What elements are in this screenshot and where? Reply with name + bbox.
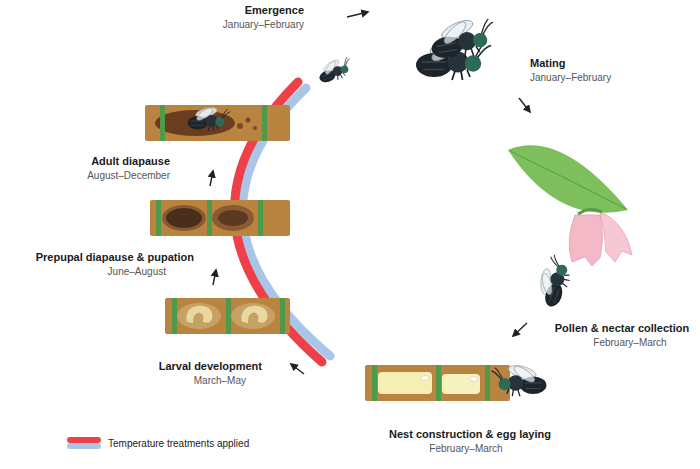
larva-tube xyxy=(186,305,213,324)
emerging-tube xyxy=(253,126,257,130)
pupa-tube xyxy=(150,200,290,236)
nest-tube xyxy=(378,372,432,394)
mating-bees xyxy=(416,13,498,80)
stage-name: Emergence xyxy=(245,4,304,17)
flower xyxy=(600,212,632,262)
flower xyxy=(569,215,602,266)
larva-tube xyxy=(231,303,275,329)
stage-months: January–February xyxy=(530,71,611,84)
flower xyxy=(508,145,632,309)
mating-bees xyxy=(427,13,498,63)
stage-months: February–March xyxy=(593,336,666,349)
flying-bee xyxy=(315,54,355,86)
nest-tube xyxy=(491,363,546,396)
stage-months: June–August xyxy=(108,265,166,278)
cycle-arrow xyxy=(213,270,216,285)
stage-name: Nest construction & egg laying xyxy=(389,428,551,441)
legend-swatch-frame xyxy=(66,436,102,450)
cycle-arrow xyxy=(291,364,304,374)
pupa-tube xyxy=(218,210,248,226)
larva-tube xyxy=(241,305,268,324)
pupa-tube xyxy=(258,200,263,236)
stage-name: Larval development xyxy=(159,360,262,373)
emerging-tube xyxy=(188,106,231,132)
flying-bee xyxy=(315,54,355,86)
nest-tube xyxy=(421,376,429,381)
stage-name: Prepupal diapause & pupation xyxy=(36,251,194,264)
emerging-tube xyxy=(160,105,165,141)
legend-band xyxy=(67,443,101,449)
pupa-tube xyxy=(162,205,206,231)
legend-item: Temperature treatments applied xyxy=(66,436,249,450)
larva-tube xyxy=(226,298,231,334)
legend-swatch xyxy=(67,437,101,443)
larva-tube xyxy=(165,298,290,334)
pupa-tube xyxy=(212,205,254,231)
emerging-tube xyxy=(145,105,290,141)
stage-months: February–March xyxy=(429,442,502,455)
emerging-tube xyxy=(145,105,290,141)
cycle-arrow xyxy=(210,171,213,186)
nest-tube xyxy=(365,363,546,401)
flower xyxy=(508,145,628,212)
stage-name: Mating xyxy=(530,57,565,70)
pupa-tube xyxy=(150,200,290,236)
nest-tube xyxy=(470,377,478,382)
emerging-tube xyxy=(246,118,251,123)
nest-tube xyxy=(436,365,441,401)
flower xyxy=(510,151,626,209)
stage-name: Adult diapause xyxy=(91,155,170,168)
cycle-arrow xyxy=(210,12,530,374)
stage-months: August–December xyxy=(87,169,170,182)
pupa-tube xyxy=(156,200,161,236)
stage-months: March–May xyxy=(194,374,246,387)
cycle-arrow xyxy=(519,98,530,112)
flower xyxy=(578,209,602,214)
legend-label: Temperature treatments applied xyxy=(108,437,249,450)
emerging-tube xyxy=(237,123,243,129)
pupa-tube xyxy=(166,208,202,228)
pupa-tube xyxy=(207,200,212,236)
flower xyxy=(531,252,576,309)
nest-tube xyxy=(485,365,490,401)
larva-tube xyxy=(280,298,285,334)
nest-tube xyxy=(442,374,480,394)
larva-tube xyxy=(172,298,177,334)
nest-tube xyxy=(372,365,377,401)
nest-tube xyxy=(365,365,510,401)
stage-name: Pollen & nectar collection xyxy=(555,322,689,335)
larva-tube xyxy=(177,303,221,329)
cycle-arrow xyxy=(347,12,368,17)
emerging-tube xyxy=(262,105,267,141)
cycle-arrow xyxy=(513,323,527,336)
stage-months: January–February xyxy=(223,18,304,31)
larva-tube xyxy=(165,298,290,334)
